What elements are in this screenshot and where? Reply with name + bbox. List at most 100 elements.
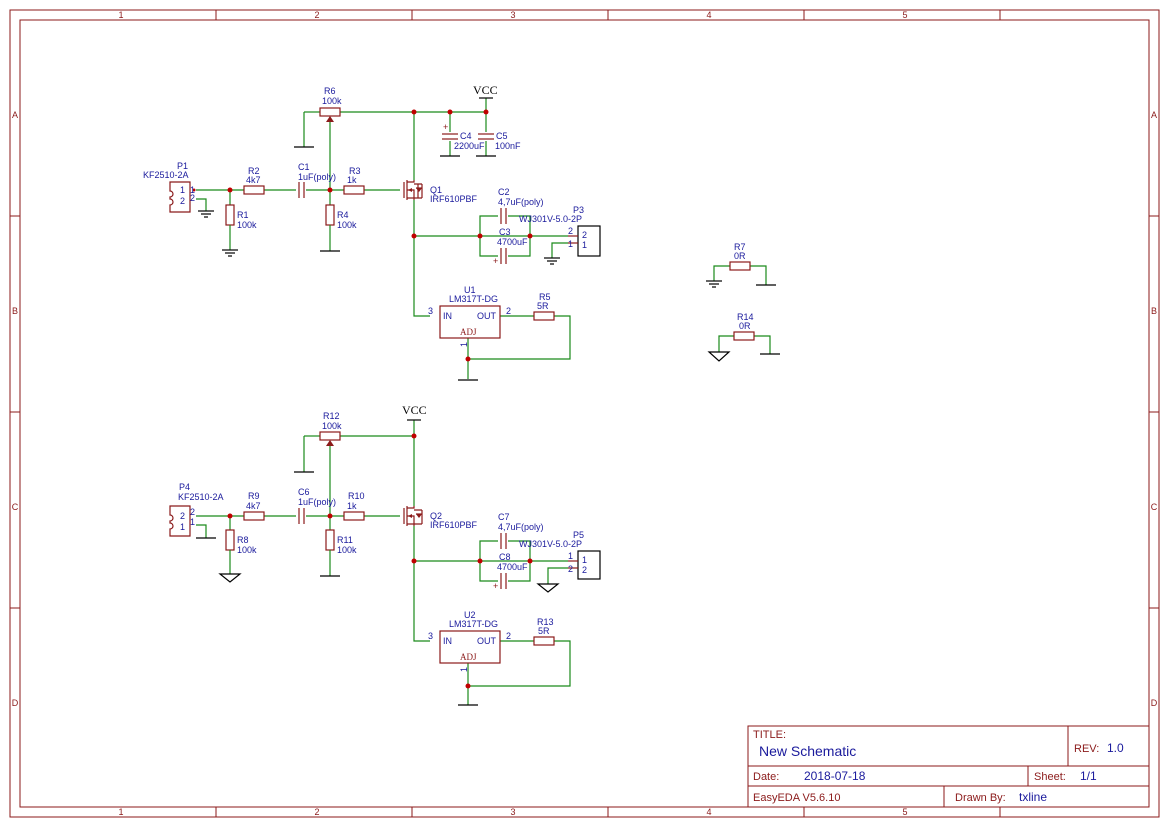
- c5-value: 100nF: [495, 141, 521, 151]
- c5-designator: C5: [496, 131, 508, 141]
- date-label: Date:: [753, 771, 779, 783]
- r7-designator: R7: [734, 242, 746, 252]
- u1-pin-in: IN: [443, 311, 452, 321]
- col-label-bottom-4: 4: [706, 807, 711, 817]
- p4-value: KF2510-2A: [178, 492, 224, 502]
- ground-symbol: [536, 583, 560, 593]
- col-label-bottom-3: 3: [510, 807, 515, 817]
- p5-pin-1: 1: [582, 555, 587, 565]
- p1-pin-num-2: 2: [190, 193, 195, 203]
- u2-value: LM317T-DG: [449, 619, 498, 629]
- resistor-r1: R1 100k: [225, 204, 257, 250]
- r6-value: 100k: [322, 96, 342, 106]
- p3-pin-num-1: 1: [568, 239, 573, 249]
- p3-designator: P3: [573, 205, 584, 215]
- r11-value: 100k: [337, 545, 357, 555]
- u1-pin-out: OUT: [477, 311, 497, 321]
- drawn-by-label: Drawn By:: [955, 792, 1006, 804]
- p1-pin-2: 2: [180, 196, 185, 206]
- p4-pin-2: 2: [180, 511, 185, 521]
- svg-text:+: +: [493, 256, 498, 266]
- regulator-u1: IN OUT ADJ 3 2 1 U1 LM317T-DG: [428, 285, 511, 347]
- r1-value: 100k: [237, 220, 257, 230]
- circuit-2: 2 1 2 1 P4 KF2510-2A R8 100k R9 4k7 C6 1…: [169, 403, 601, 706]
- r12-value: 100k: [322, 421, 342, 431]
- c2-value: 4,7uF(poly): [498, 197, 544, 207]
- r4-designator: R4: [337, 210, 349, 220]
- p3-value: WJ301V-5.0-2P: [519, 214, 582, 224]
- date-value: 2018-07-18: [804, 769, 866, 783]
- u1-pin-adj: ADJ: [460, 327, 477, 337]
- resistor-r11: R11 100k: [325, 529, 357, 576]
- c8-designator: C8: [499, 552, 511, 562]
- p4-pin-num-1: 1: [190, 517, 195, 527]
- r13-designator: R13: [537, 617, 554, 627]
- c3-value: 4700uF: [497, 237, 528, 247]
- u2-pin-in: IN: [443, 636, 452, 646]
- p3-pin-2: 2: [582, 230, 587, 240]
- r4-value: 100k: [337, 220, 357, 230]
- c8-value: 4700uF: [497, 562, 528, 572]
- p4-pin-num-2: 2: [190, 507, 195, 517]
- capacitor-c5: C5 100nF: [478, 131, 521, 151]
- col-label-bottom-2: 2: [314, 807, 319, 817]
- c4-value: 2200uF: [454, 141, 485, 151]
- p1-value: KF2510-2A: [143, 170, 189, 180]
- r14-designator: R14: [737, 312, 754, 322]
- col-label-bottom-1: 1: [118, 807, 123, 817]
- c6-value: 1uF(poly): [298, 497, 336, 507]
- vcc-label: VCC: [473, 83, 498, 97]
- svg-text:+: +: [493, 581, 498, 591]
- resistor-r3: R3 1k: [343, 166, 365, 195]
- mosfet-q2: Q2 IRF610PBF: [403, 506, 478, 530]
- connector-p3: 2 1 2 1 P3 WJ301V-5.0-2P: [519, 205, 601, 257]
- r6-designator: R6: [324, 86, 336, 96]
- sheet-value: 1/1: [1080, 769, 1097, 783]
- r13-value: 5R: [538, 626, 550, 636]
- rev-value: 1.0: [1107, 741, 1124, 755]
- circuit-1: 1 2 1 2 P1 KF2510-2A R1 100k R2 4k7: [143, 83, 601, 381]
- drawn-by-value: txline: [1019, 790, 1047, 804]
- q1-designator: Q1: [430, 185, 442, 195]
- r5-designator: R5: [539, 292, 551, 302]
- resistor-r13: R13 5R: [533, 617, 555, 646]
- tool-name: EasyEDA V5.6.10: [753, 792, 840, 804]
- capacitor-c6: C6 1uF(poly): [298, 487, 336, 524]
- circuit-1-junctions: [192, 109, 533, 362]
- col-label-top-3: 3: [510, 10, 515, 20]
- capacitor-c2: C2 4,7uF(poly): [498, 187, 544, 224]
- p5-designator: P5: [573, 530, 584, 540]
- q2-value: IRF610PBF: [430, 520, 478, 530]
- rev-label: REV:: [1074, 743, 1099, 755]
- r14-value: 0R: [739, 321, 751, 331]
- c4-designator: C4: [460, 131, 472, 141]
- p4-designator: P4: [179, 482, 190, 492]
- u2-pin-out: OUT: [477, 636, 497, 646]
- connector-p4: 2 1 2 1 P4 KF2510-2A: [169, 482, 224, 537]
- r5-value: 5R: [537, 301, 549, 311]
- row-label-left-d: D: [12, 698, 19, 708]
- r9-value: 4k7: [246, 501, 261, 511]
- ground-symbol: [222, 249, 238, 257]
- u1-pin-num-3: 3: [428, 306, 433, 316]
- u2-designator: U2: [464, 610, 476, 620]
- p3-pin-1: 1: [582, 240, 587, 250]
- resistor-r8: R8 100k: [225, 529, 257, 574]
- capacitor-c8: + C8 4700uF: [493, 552, 528, 591]
- capacitor-c4: + C4 2200uF: [442, 122, 485, 151]
- r1-designator: R1: [237, 210, 249, 220]
- regulator-u2: IN OUT ADJ 3 2 1 U2 LM317T-DG: [428, 610, 511, 672]
- q2-designator: Q2: [430, 511, 442, 521]
- resistor-r7: R7 0R: [706, 242, 776, 288]
- mosfet-q1: Q1 IRF610PBF: [403, 180, 478, 204]
- resistor-r5: R5 5R: [533, 292, 555, 321]
- resistor-r2: R2 4k7: [243, 166, 265, 195]
- c3-designator: C3: [499, 227, 511, 237]
- u1-value: LM317T-DG: [449, 294, 498, 304]
- capacitor-c7: C7 4,7uF(poly): [498, 512, 544, 549]
- vcc-symbol: VCC: [473, 83, 498, 99]
- p1-pin-num-1: 1: [190, 185, 195, 195]
- resistor-r14: R14 0R: [707, 312, 780, 362]
- r11-designator: R11: [337, 535, 353, 545]
